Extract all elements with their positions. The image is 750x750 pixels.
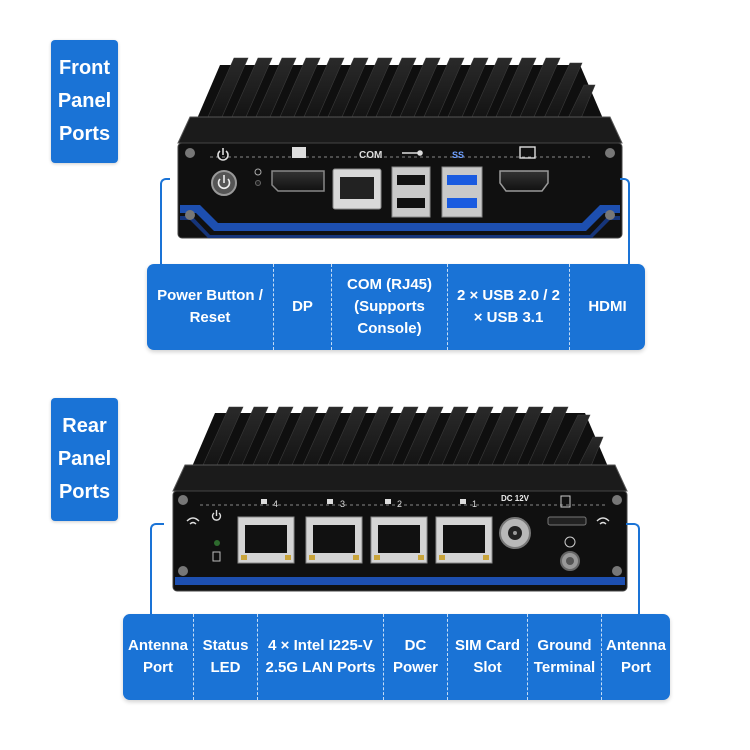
ground-icon — [564, 536, 576, 548]
front-chassis: COM SS — [177, 57, 623, 239]
sim-icon — [560, 495, 571, 508]
label-power-button: Power Button / Reset — [157, 287, 263, 326]
rear-tag-line-3: Ports — [58, 481, 111, 503]
usb3-ports[interactable] — [441, 166, 483, 218]
front-tag-line-3: Ports — [58, 123, 111, 145]
usb2-ports[interactable] — [391, 166, 431, 218]
usb3-icon: SS — [452, 150, 464, 160]
lan-port-2[interactable] — [370, 516, 428, 564]
rear-right-connector — [626, 523, 640, 616]
lan-port-1[interactable] — [435, 516, 493, 564]
storage-led-icon — [212, 551, 221, 562]
status-led — [255, 180, 261, 186]
front-right-connector — [620, 178, 630, 266]
label-antenna-right: Antenna Port — [601, 614, 670, 700]
heatsink-fins — [177, 57, 623, 144]
label-lan-ports: 4 × Intel I225-V 2.5G LAN Ports — [257, 614, 383, 700]
rear-heatsink-fins — [172, 406, 628, 492]
power-icon — [211, 510, 222, 521]
dc-label: DC 12V — [501, 494, 530, 503]
blue-trim — [180, 205, 620, 231]
status-led — [214, 540, 220, 546]
rear-blue-trim — [175, 577, 625, 585]
label-hdmi: HDMI — [569, 264, 645, 350]
sim-card-slot[interactable] — [547, 516, 587, 526]
rear-panel-tag: Rear Panel Ports — [51, 398, 118, 521]
wifi-icon — [596, 517, 610, 525]
displayport-icon — [292, 147, 306, 158]
hdmi-port[interactable] — [499, 170, 549, 192]
dp-port[interactable] — [271, 170, 325, 192]
led-icon — [254, 168, 262, 176]
front-left-connector — [160, 178, 170, 266]
rear-port-labels: Antenna Port Status LED 4 × Intel I225-V… — [123, 614, 670, 700]
label-com: COM (RJ45) (Supports Console) — [331, 264, 447, 350]
lan-port-4[interactable] — [237, 516, 295, 564]
label-ground: Ground Terminal — [527, 614, 601, 700]
com-text: COM — [359, 150, 382, 161]
lan-number-4: 4 — [273, 499, 278, 509]
label-dp: DP — [273, 264, 331, 350]
lan-port-3[interactable] — [305, 516, 363, 564]
label-dc-power: DC Power — [383, 614, 447, 700]
lan-number-1: 1 — [472, 499, 477, 509]
label-antenna-left: Antenna Port — [128, 637, 188, 676]
front-tag-line-2: Panel — [57, 90, 112, 112]
usb-icon — [402, 150, 423, 156]
front-device-image: COM SS — [170, 55, 630, 240]
rear-device-image: 4 3 2 1 DC 12V — [165, 405, 635, 595]
hdmi-icon — [519, 146, 536, 159]
front-tag-line-1: Front — [58, 57, 111, 79]
power-icon — [217, 148, 229, 161]
lan-number-2: 2 — [397, 499, 402, 509]
rear-chassis: 4 3 2 1 DC 12V — [172, 406, 628, 592]
rear-tag-line-1: Rear — [62, 415, 107, 437]
rear-tag-line-2: Panel — [57, 448, 112, 470]
label-sim-card: SIM Card Slot — [447, 614, 527, 700]
rear-left-connector — [150, 523, 164, 616]
label-usb: 2 × USB 2.0 / 2 × USB 3.1 — [447, 264, 569, 350]
lan-number-3: 3 — [340, 499, 345, 509]
front-port-labels: Power Button / Reset DP COM (RJ45) (Supp… — [147, 264, 645, 350]
screw-icon — [185, 148, 195, 158]
wifi-icon — [186, 517, 200, 525]
front-panel-tag: Front Panel Ports — [51, 40, 118, 163]
label-status-led: Status LED — [193, 614, 257, 700]
network-icon — [261, 499, 466, 504]
